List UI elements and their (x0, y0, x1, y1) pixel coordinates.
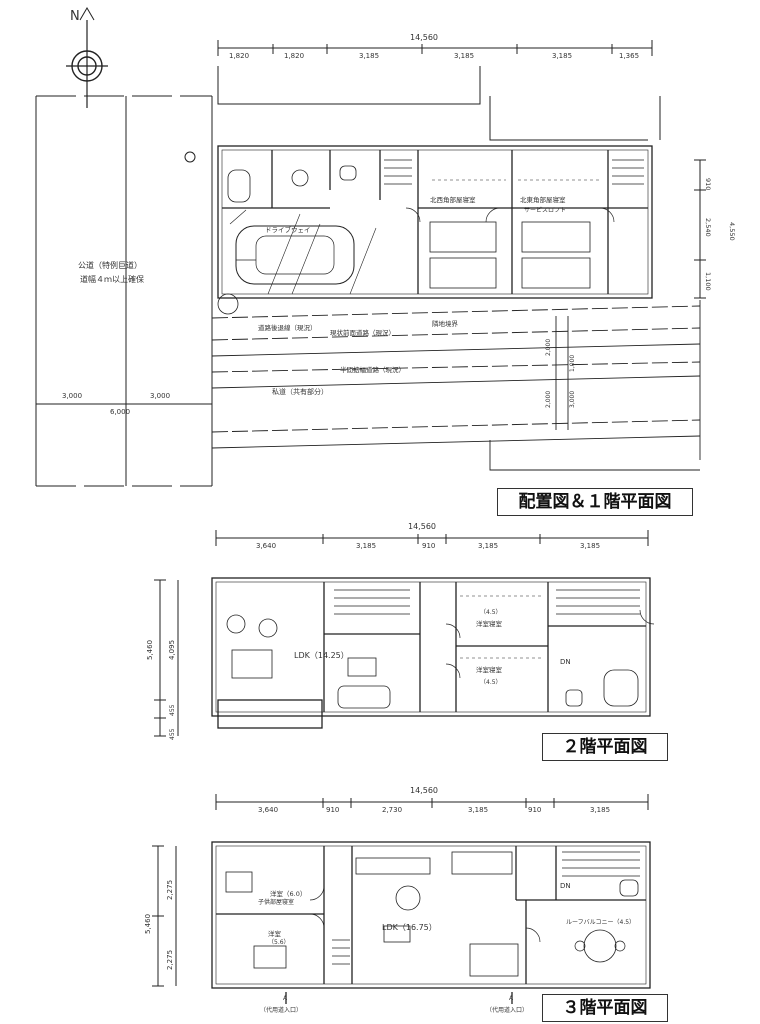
f3-room-2b: （5.6） (268, 939, 290, 946)
road-main-label: 私道（共有部分） (272, 387, 328, 396)
f3-dim-total: 14,560 (410, 786, 438, 795)
f2-dim-seg-1: 3,640 (256, 542, 276, 550)
floor2-plan (211, 577, 655, 729)
north-compass-icon (66, 7, 108, 108)
site-dim-seg-1: 1,820 (229, 52, 249, 60)
f2-dn: DN (560, 658, 571, 666)
offset-2: 1,000 (569, 355, 576, 372)
f3-dn: DN (560, 882, 571, 890)
f3-marker-right: A (509, 995, 514, 1002)
floor2-top-dimension (215, 530, 649, 546)
site-dim-right-2: 2,540 (704, 218, 712, 237)
road-name-2: 道幅４ｍ以上確保 (80, 274, 144, 284)
site-dim-seg-4: 3,185 (454, 52, 474, 60)
road-width-2: 3,000 (150, 392, 170, 400)
road-total: 6,000 (110, 408, 130, 416)
floor3-plan (211, 841, 651, 1004)
f2-room-2: 洋室寝室 (476, 665, 503, 674)
floor3-top-dimension (215, 794, 649, 810)
f3-dim-left-2: 2,275 (166, 880, 174, 900)
drive-label: ドライブウェイ (265, 225, 311, 234)
site-dim-seg-5: 3,185 (552, 52, 572, 60)
room-a-label: 北西角部屋寝室 (430, 195, 476, 204)
site-dim-seg-6: 1,365 (619, 52, 639, 60)
road-boundary-lines (211, 300, 701, 471)
room-b2-label: サービスロフト (524, 206, 566, 214)
site-dim-seg-2: 1,820 (284, 52, 304, 60)
f2-dim-total: 14,560 (408, 522, 436, 531)
floor2-caption: ２階平面図 (542, 733, 668, 761)
f2-dim-seg-5: 3,185 (580, 542, 600, 550)
north-label: N (70, 9, 80, 24)
f2-dim-left-3: 455 (169, 704, 176, 716)
floor3-caption: ３階平面図 (542, 994, 668, 1022)
f2-dim-left-2: 4,095 (168, 640, 176, 660)
f3-room-2: 洋室 (268, 929, 282, 938)
site-right-dimension (694, 159, 706, 299)
f3-entry-right: （代用道入口） (486, 1006, 528, 1014)
offset-4: 3,000 (569, 391, 576, 408)
f3-ldk-label: LDK（16.75） (382, 923, 437, 932)
f3-dim-left-3: 2,275 (166, 950, 174, 970)
floor2-left-dimension (154, 579, 179, 737)
f3-marker-left: A (283, 995, 288, 1002)
line-4-label: 半間拡幅道路（現況） (340, 365, 405, 374)
f2-dim-left-1: 5,460 (146, 640, 154, 660)
site-plan-caption: 配置図＆１階平面図 (497, 488, 693, 516)
neighbor-lots (217, 66, 661, 141)
f3-dim-seg-5: 910 (528, 806, 541, 814)
f3-room-1b: 子供部屋寝室 (258, 898, 294, 906)
f3-dim-seg-2: 910 (326, 806, 339, 814)
line-3-label: 隣地境界 (432, 319, 459, 328)
f2-room-2-size: （4.5） (480, 679, 502, 686)
f2-dim-seg-3: 910 (422, 542, 435, 550)
line-1-label: 道路後退線（現況） (258, 323, 317, 332)
f3-dim-seg-6: 3,185 (590, 806, 610, 814)
site-dim-total: 14,560 (410, 33, 438, 42)
f3-entry-left: （代用道入口） (260, 1006, 302, 1014)
site-dim-right-3: 4,550 (728, 222, 736, 241)
f3-dim-seg-4: 3,185 (468, 806, 488, 814)
site-dim-right-1: 910 (704, 178, 712, 190)
f2-room-1-size: （4.5） (480, 609, 502, 616)
line-2-label: 現状前面道路（現況） (330, 328, 395, 337)
f2-room-1: 洋室寝室 (476, 619, 503, 628)
f3-dim-left-1: 5,460 (144, 914, 152, 934)
f2-dim-seg-2: 3,185 (356, 542, 376, 550)
road-name: 公道（特例巨道） (78, 260, 142, 270)
f2-ldk-label: LDK（14.25） (294, 651, 349, 660)
room-b-label: 北東角部屋寝室 (520, 195, 566, 204)
public-road (35, 95, 213, 487)
f2-dim-seg-4: 3,185 (478, 542, 498, 550)
f3-dim-seg-3: 2,730 (382, 806, 402, 814)
f3-room-3: ルーフバルコニー（4.5） (566, 919, 635, 926)
site-dim-right-4: 1,100 (704, 272, 712, 291)
site-top-dimension (217, 40, 653, 56)
floor1-plan (217, 145, 653, 315)
floor3-left-dimension (152, 845, 177, 987)
f2-dim-left-4: 455 (169, 728, 176, 740)
site-dim-seg-3: 3,185 (359, 52, 379, 60)
offset-3: 2,000 (545, 391, 552, 408)
f3-dim-seg-1: 3,640 (258, 806, 278, 814)
f3-room-1: 洋室（6.0） (270, 889, 306, 898)
road-width-1: 3,000 (62, 392, 82, 400)
offset-1: 2,000 (545, 339, 552, 356)
